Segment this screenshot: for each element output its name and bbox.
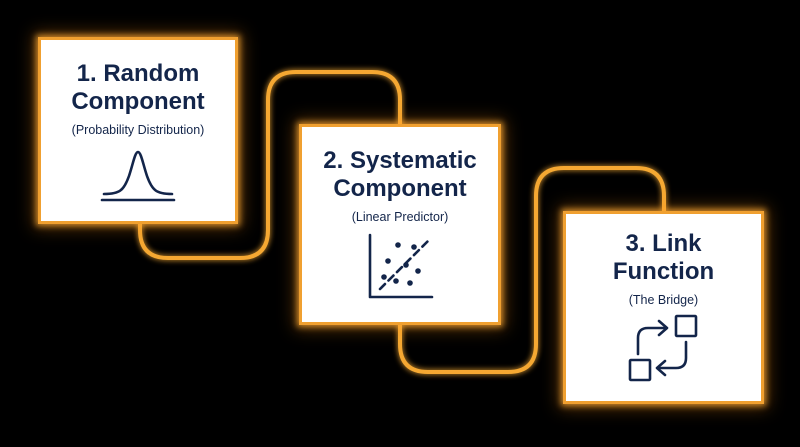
card-title-line2: Component (71, 88, 205, 115)
card-title-line1: 2. Systematic (323, 147, 477, 174)
card-title: 2. Systematic Component (302, 127, 498, 203)
exchange-arrows-icon (628, 314, 697, 382)
card-subtitle: (Probability Distribution) (71, 123, 205, 137)
card-subtitle: (The Bridge) (628, 293, 699, 307)
step-card-systematic-component: 2. Systematic Component (Linear Predicto… (299, 124, 501, 325)
card-title: 1. Random Component (41, 40, 235, 116)
scatter-trendline-icon (368, 233, 434, 299)
card-title-line1: 1. Random (76, 60, 200, 87)
card-title: 3. Link Function (566, 214, 761, 286)
connector-1-to-2 (138, 70, 402, 260)
connector-2-to-3 (398, 166, 666, 374)
step-card-random-component: 1. Random Component (Probability Distrib… (38, 37, 238, 224)
card-title-line1: 3. Link (625, 230, 702, 257)
card-subtitle: (Linear Predictor) (351, 210, 449, 224)
bell-curve-icon (100, 150, 176, 202)
card-title-line2: Component (333, 175, 467, 202)
card-title-line2: Function (612, 258, 715, 285)
step-card-link-function: 3. Link Function (The Bridge) (563, 211, 764, 404)
